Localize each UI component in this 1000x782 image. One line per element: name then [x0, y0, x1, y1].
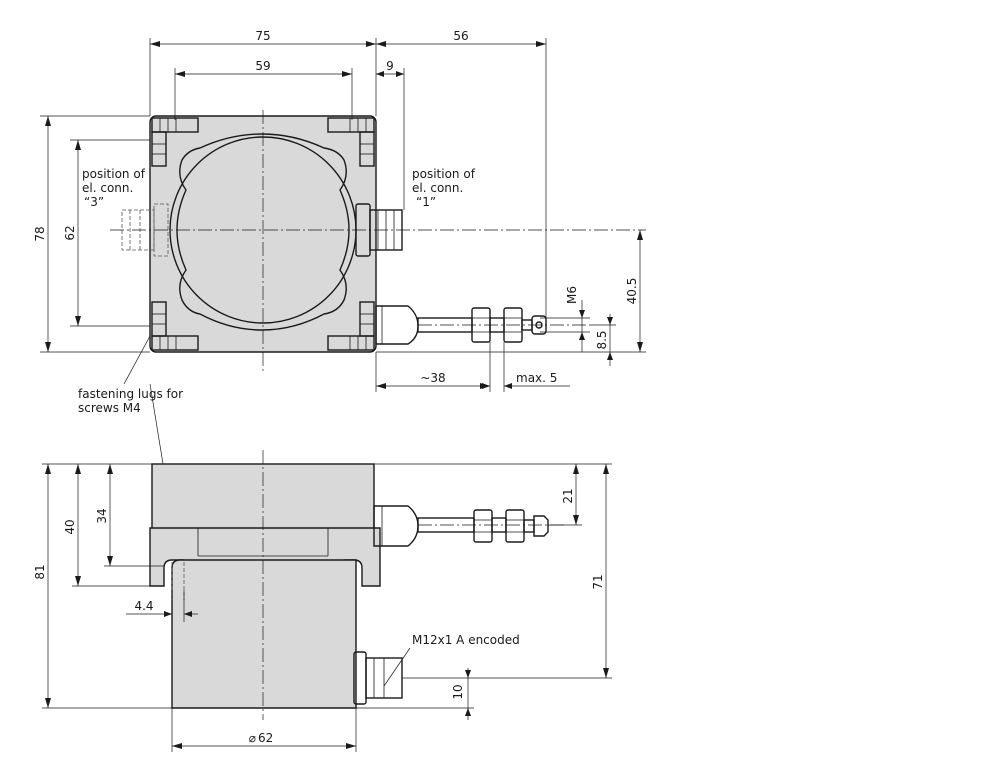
dim-rod-height: 8.5 — [595, 330, 609, 349]
note-connector-spec: M12x1 A encoded — [412, 633, 520, 647]
lug-bottom-right — [327, 301, 375, 351]
dim-height-total: 78 — [33, 226, 47, 241]
dim-max-travel: max. 5 — [516, 371, 557, 385]
dim-lug-height: 62 — [63, 225, 77, 240]
cavity-outline — [176, 133, 350, 331]
dim-thread: M6 — [565, 286, 579, 304]
top-view: 75 56 59 9 78 62 — [33, 29, 646, 557]
dim-diameter: 62 — [258, 731, 273, 745]
note-conn1-line2: el. conn. — [412, 181, 463, 195]
actuator-rod-top — [375, 305, 547, 345]
dim-axis-height: 40.5 — [625, 278, 639, 305]
side-view: 81 40 34 21 71 10 — [33, 450, 612, 752]
note-lugs-line1: fastening lugs for — [78, 387, 183, 401]
diameter-icon: ⌀ — [249, 731, 256, 745]
note-conn3-line2: el. conn. — [82, 181, 133, 195]
dim-side-upper: 34 — [95, 508, 109, 523]
side-connector — [353, 651, 403, 705]
dim-lug-width: 4.4 — [134, 599, 153, 613]
note-lugs-line2: screws M4 — [78, 401, 141, 415]
note-conn1-line1: position of — [412, 167, 476, 181]
dim-connector-offset: 9 — [386, 59, 394, 73]
lug-top-right — [327, 117, 375, 167]
dim-side-rod: 21 — [561, 488, 575, 503]
dim-connector-height: 10 — [451, 684, 465, 699]
dim-top-width: 75 — [255, 29, 270, 43]
note-conn3-line1: position of — [82, 167, 146, 181]
note-conn3-line3: “3” — [84, 195, 104, 209]
lug-bottom-left — [151, 301, 199, 351]
dim-side-right: 71 — [591, 574, 605, 589]
side-drum — [171, 559, 357, 709]
dim-lug-spacing: 59 — [255, 59, 270, 73]
note-conn1-line3: “1” — [416, 195, 436, 209]
dim-top-width-right: 56 — [453, 29, 468, 43]
actuator-rod-side — [373, 505, 549, 547]
dim-side-total: 81 — [33, 564, 47, 579]
dim-side-flange: 40 — [63, 519, 77, 534]
dim-cable-length: ~38 — [420, 371, 445, 385]
